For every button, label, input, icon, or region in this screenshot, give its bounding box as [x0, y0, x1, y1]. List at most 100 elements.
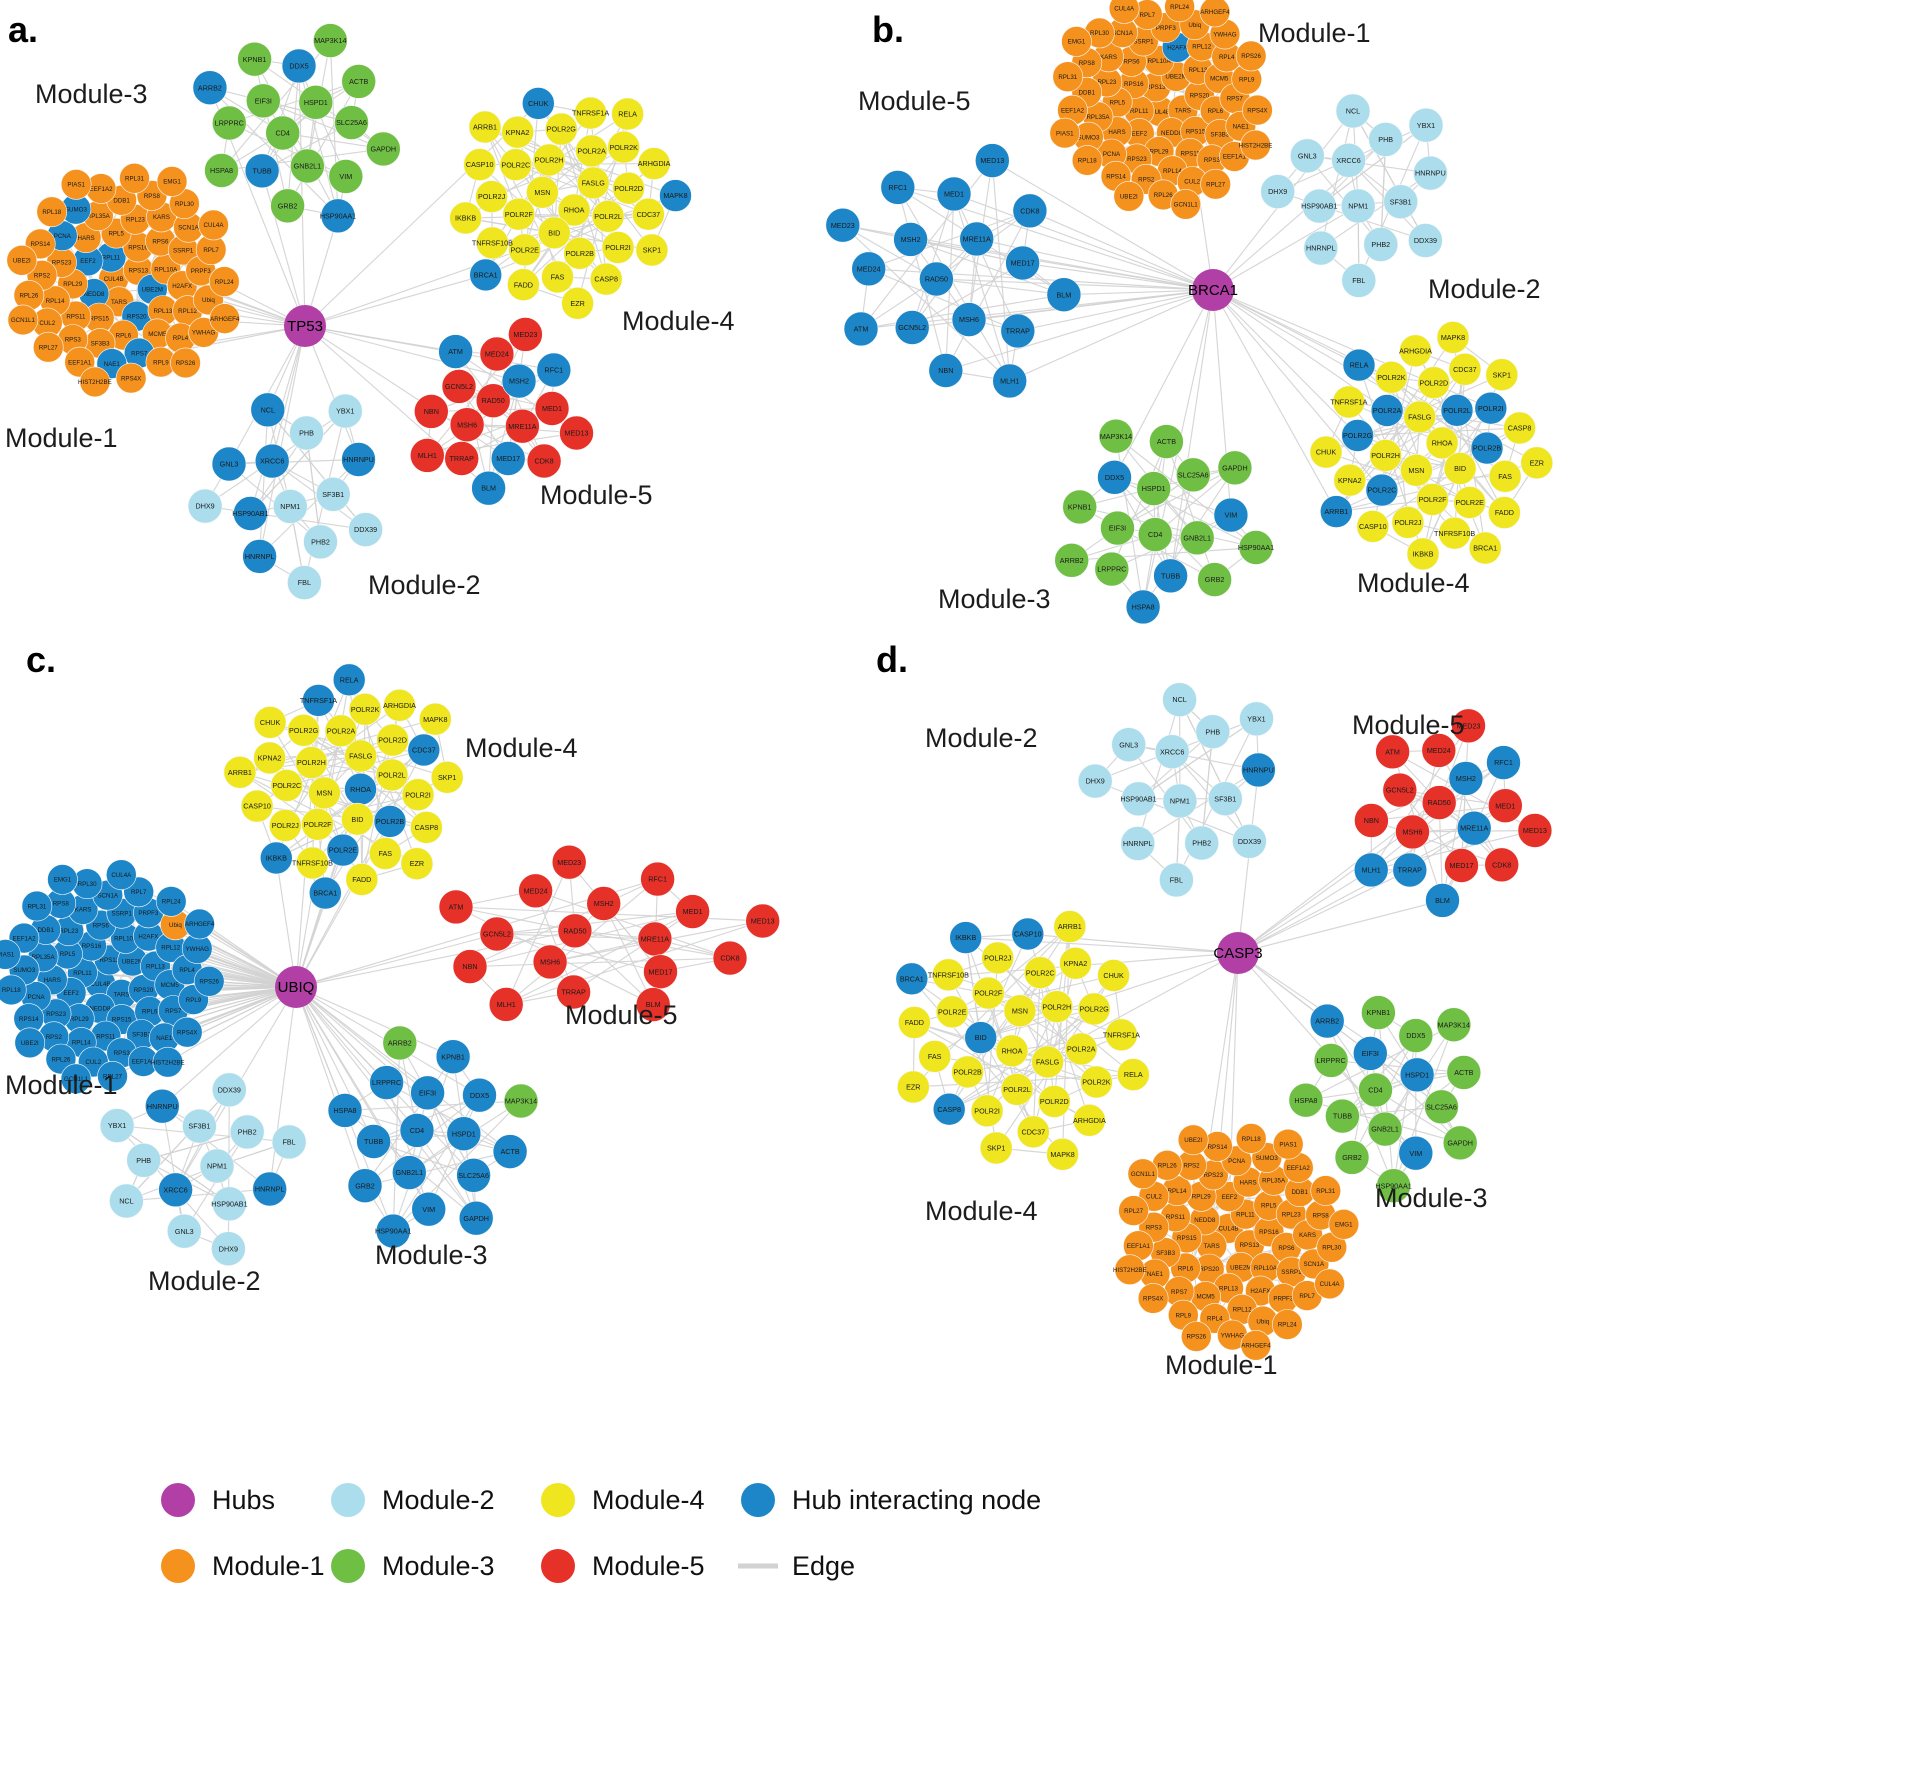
node-IKBKB — [949, 921, 983, 954]
node-label: RPL26 — [1158, 1163, 1177, 1170]
edge — [1111, 441, 1167, 570]
node-label: YBX1 — [1247, 714, 1265, 723]
node-TUBB — [1153, 558, 1188, 594]
node-MSH6 — [951, 302, 987, 337]
edge — [1381, 382, 1435, 491]
panel-a: CD4HSPD1GNB2L1EIF3ISLC25A6TUBBDDX5VIMLRP… — [5, 9, 735, 600]
node-RFC1 — [1486, 745, 1521, 780]
node-label: POLR2H — [297, 758, 326, 767]
node-MAPK8 — [1046, 1138, 1079, 1171]
node-label: MED17 — [496, 454, 520, 463]
node-label: SLC25A6 — [1426, 1102, 1457, 1111]
node-CDK8 — [712, 940, 748, 976]
node-label: CUL4B — [1150, 109, 1170, 116]
legend-label: Module-1 — [212, 1551, 325, 1581]
node-IKBKB — [1406, 537, 1440, 571]
node-label: HSPA8 — [1294, 1096, 1317, 1105]
node-label: PHB — [136, 1156, 151, 1165]
node-label: HSP90AB1 — [1120, 794, 1156, 803]
node-POLR2F — [1416, 483, 1449, 516]
edge — [1237, 869, 1372, 954]
node-label: PRPF3 — [138, 910, 159, 917]
node-SKP1 — [635, 233, 669, 267]
node-TUBB — [1325, 1098, 1360, 1134]
node-label: MED24 — [857, 264, 881, 273]
node-label: YWHAG — [192, 330, 216, 337]
node-label: EEF1A1 — [132, 1059, 156, 1066]
node-RPL31 — [1052, 61, 1084, 92]
node-GAPDH — [365, 131, 401, 167]
node-FADD — [898, 1006, 931, 1039]
node-label: UBE2I — [13, 258, 31, 265]
node-label: RPL18 — [42, 209, 61, 216]
node-POLR2L — [375, 758, 409, 792]
node-label: RPS7 — [1227, 96, 1244, 103]
node-POLR2K — [348, 692, 382, 726]
node-PHB — [126, 1143, 161, 1178]
node-label: GRB2 — [355, 1181, 375, 1190]
node-MAP3K14 — [1098, 418, 1134, 454]
node-GRB2 — [1197, 562, 1232, 597]
node-ARHGDIA — [1399, 334, 1432, 368]
node-label: RPL14 — [1163, 168, 1182, 175]
node-POLR2A — [1370, 394, 1404, 427]
node-label: RFC1 — [888, 183, 907, 192]
node-label: RPS26 — [1241, 53, 1261, 60]
node-POLR2I — [401, 778, 435, 812]
node-label: RPL7 — [131, 889, 147, 896]
node-NCL — [1335, 93, 1371, 129]
node-CD4 — [1137, 517, 1173, 552]
node-label: RPL13 — [153, 308, 172, 315]
node-label: RPL13 — [146, 963, 165, 970]
node-label: DHX9 — [1086, 777, 1105, 786]
node-POLR2I — [970, 1094, 1004, 1128]
node-ARHGEF4 — [209, 303, 240, 334]
node-POLR2D — [612, 171, 645, 205]
edge — [568, 861, 661, 973]
node-MAPK8 — [659, 179, 692, 212]
node-label: SF3B1 — [188, 1122, 210, 1131]
node-RPS4X — [1242, 94, 1273, 126]
node-HNRNPL — [1120, 826, 1156, 861]
edge — [1320, 172, 1431, 249]
node-label: RPS13 — [99, 957, 119, 964]
node-RAD50 — [475, 383, 511, 419]
node-PIAS1 — [60, 169, 92, 200]
node-label: PHB2 — [1371, 240, 1390, 249]
node-label: MCM5 — [148, 331, 167, 338]
node-GCN1L1 — [7, 304, 39, 336]
node-label: RPL27 — [1124, 1208, 1143, 1215]
node-MED17 — [643, 954, 678, 990]
node-label: TUBB — [253, 166, 272, 175]
node-label: TNFRSF1A — [1103, 1030, 1140, 1039]
edge — [399, 1042, 475, 1176]
edge — [167, 986, 297, 1063]
node-label: POLR2F — [304, 820, 333, 829]
node-RPS4X — [1137, 1283, 1169, 1314]
edge — [295, 930, 576, 988]
edge — [1409, 805, 1506, 871]
node-label: POLR2G — [1080, 1005, 1110, 1014]
node-label: RELA — [1124, 1070, 1143, 1079]
node-label: PRPF3 — [191, 268, 212, 275]
node-ARRB1 — [1053, 910, 1087, 943]
edge — [936, 278, 1064, 296]
node-MED13 — [559, 415, 594, 451]
node-label: MAP3K14 — [505, 1097, 537, 1106]
node-label: TRRAP — [1006, 327, 1031, 336]
node-label: RPL23 — [59, 928, 78, 935]
node-NPM1 — [272, 489, 308, 524]
node-label: GCN5L2 — [445, 382, 473, 391]
node-label: LRPPRC — [1317, 1056, 1346, 1065]
node-label: MED24 — [485, 350, 509, 359]
node-RPS26 — [1181, 1321, 1212, 1352]
node-VIM — [1213, 497, 1249, 533]
node-ARHGDIA — [1073, 1104, 1106, 1137]
edge — [275, 857, 297, 988]
node-PHB — [1368, 122, 1403, 157]
node-label: MED23 — [513, 330, 537, 339]
node-label: POLR2F — [974, 989, 1003, 998]
node-ARRB2 — [192, 70, 228, 105]
node-label: RPL26 — [19, 293, 38, 300]
legend-label: Module-2 — [382, 1485, 495, 1515]
